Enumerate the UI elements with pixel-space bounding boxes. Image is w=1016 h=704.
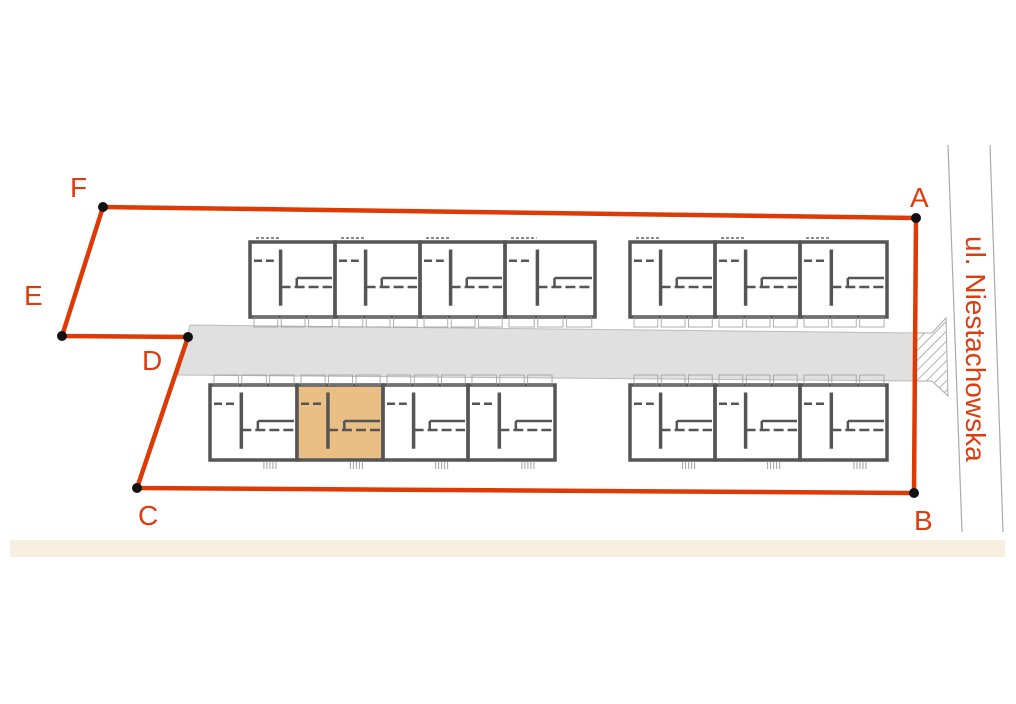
corner-point-b — [909, 488, 919, 498]
entrance-steps — [263, 461, 277, 469]
corner-point-d — [183, 332, 193, 342]
unit-bottom-4 — [466, 374, 557, 469]
corner-label-a: A — [910, 182, 929, 213]
unit-bottom-6 — [713, 374, 802, 469]
unit-top-3 — [418, 237, 507, 328]
unit-top-1 — [248, 237, 337, 328]
unit-bottom-3 — [381, 374, 470, 469]
unit-outline — [208, 383, 299, 462]
building-units — [208, 237, 889, 469]
unit-outline — [713, 383, 802, 462]
unit-outline — [248, 240, 337, 319]
internal-road — [177, 324, 917, 382]
entrance-steps — [521, 461, 535, 469]
unit-top-5 — [628, 237, 717, 328]
corner-point-f — [98, 202, 108, 212]
unit-outline — [503, 240, 597, 319]
corner-point-e — [57, 331, 67, 341]
unit-outline — [418, 240, 507, 319]
street-edge-right — [989, 144, 1004, 533]
unit-outline — [798, 240, 889, 319]
unit-outline — [798, 383, 889, 462]
ground-band — [10, 540, 1005, 557]
street-name-label: ul. Niestachowska — [960, 236, 991, 462]
corner-point-a — [911, 213, 921, 223]
entrance-steps — [682, 461, 696, 469]
unit-top-6 — [713, 237, 802, 328]
unit-outline — [381, 383, 470, 462]
unit-bottom-2 — [295, 374, 385, 469]
unit-outline — [713, 240, 802, 319]
unit-bottom-5 — [628, 374, 717, 469]
road-entrance-hatch — [915, 316, 949, 398]
corner-label-f: F — [70, 172, 87, 203]
corner-label-c: C — [138, 500, 158, 531]
unit-outline — [333, 240, 422, 319]
unit-top-4 — [503, 237, 597, 328]
corner-label-b: B — [914, 505, 933, 536]
unit-outline — [628, 240, 717, 319]
unit-outline — [466, 383, 557, 462]
unit-bottom-1 — [208, 374, 299, 469]
corner-label-e: E — [24, 280, 43, 311]
unit-top-7 — [798, 237, 889, 328]
street-edge-left — [947, 144, 963, 533]
unit-outline — [628, 383, 717, 462]
unit-top-2 — [333, 237, 422, 328]
entrance-steps — [767, 461, 781, 469]
unit-bottom-7 — [798, 374, 889, 469]
entrance-steps — [435, 461, 449, 469]
entrance-steps — [853, 461, 867, 469]
entrance-steps — [349, 461, 363, 469]
corner-label-d: D — [142, 345, 162, 376]
corner-point-c — [132, 483, 142, 493]
